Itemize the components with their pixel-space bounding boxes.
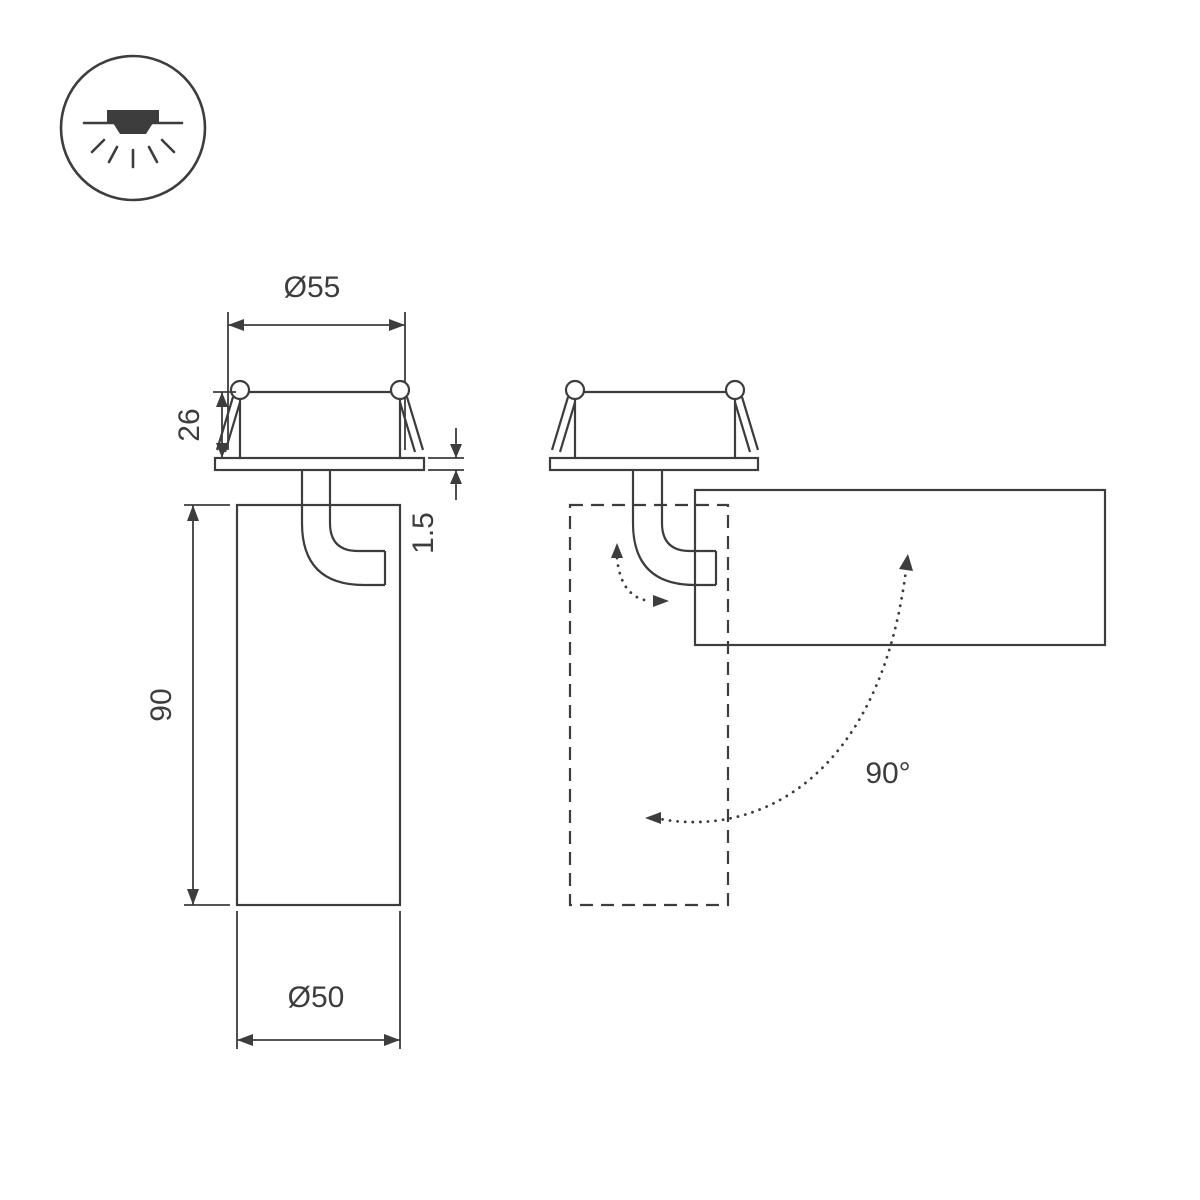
dim-body-diameter: Ø50 (236, 911, 401, 1049)
right-fixture-head (548, 379, 760, 472)
elbow-inner (328, 470, 385, 553)
spring-clip-right (732, 396, 760, 453)
icon-light-rays (90, 138, 176, 169)
icon-housing (107, 110, 159, 123)
recessed-downlight-icon (59, 54, 207, 202)
arrow-down (450, 444, 462, 458)
right-fixture-elbow (631, 470, 718, 587)
elbow-inner (660, 470, 716, 553)
dashed-body-outline (568, 503, 730, 907)
dim-label-recess-height: 26 (173, 408, 206, 441)
arrow-right (653, 595, 669, 607)
arrow-left (228, 319, 244, 331)
icon-circle (59, 54, 207, 202)
right-view: 90° (548, 379, 1107, 907)
recessed-can (573, 390, 737, 458)
arrow-up (450, 470, 462, 484)
rotated-cylinder-body (693, 488, 1107, 647)
left-fixture-head (213, 379, 426, 472)
dim-label-body-diameter: Ø50 (288, 981, 345, 1014)
arrow-left (237, 1034, 253, 1046)
cylinder-body (235, 503, 402, 907)
elbow-outer (631, 470, 716, 587)
left-fixture-body (235, 470, 402, 907)
clip-pivot-left (564, 379, 586, 401)
trim-flange (548, 456, 760, 472)
dim-label-flange-thickness: 1.5 (407, 512, 440, 554)
dim-flange-thickness: 1.5 (407, 428, 464, 554)
elbow-outer (300, 470, 385, 587)
arrow-up (187, 505, 199, 521)
icon-trim (113, 123, 153, 134)
arrow-left (645, 812, 661, 824)
arrow-down (216, 443, 228, 458)
arrow-right (389, 319, 405, 331)
arrow-right (384, 1034, 400, 1046)
spring-clip-left (550, 396, 578, 453)
clip-pivot-right (724, 379, 746, 401)
spring-clip-right (397, 396, 425, 453)
trim-flange (213, 456, 426, 472)
dim-recess-height: 26 (173, 391, 236, 458)
dim-label-top-diameter: Ø55 (284, 271, 341, 304)
arrow-down (187, 889, 199, 905)
dim-top-diameter: Ø55 (227, 271, 406, 450)
arrow-up (899, 554, 913, 571)
arrow-up (611, 543, 623, 558)
rotation-arc: 90° (645, 554, 913, 824)
rotation-angle-label: 90° (865, 757, 910, 790)
clip-pivot-left (229, 379, 251, 401)
dim-body-height: 90 (145, 504, 230, 906)
dim-label-body-height: 90 (145, 688, 178, 721)
left-view: Ø55 26 (145, 271, 464, 1049)
recessed-can (238, 390, 402, 458)
pivot-arc (611, 543, 669, 607)
clip-pivot-right (389, 379, 411, 401)
arrow-up (216, 392, 228, 407)
